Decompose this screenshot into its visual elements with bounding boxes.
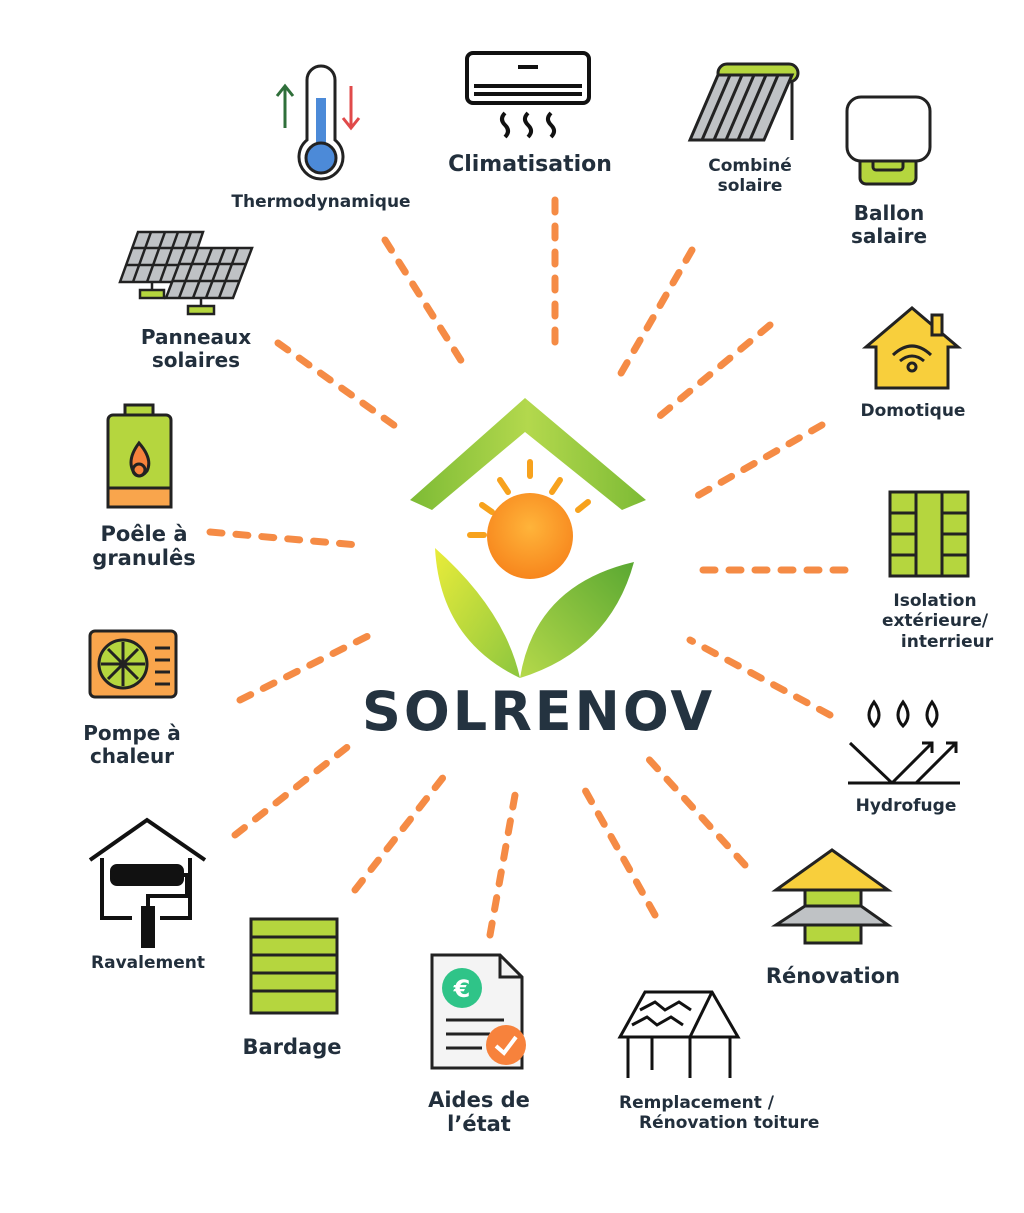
label-line: Ballon [853, 201, 925, 225]
label-line: granulês [92, 546, 196, 571]
solar-panels-icon [118, 230, 254, 316]
logo-leaf-left [435, 548, 520, 678]
label-line: l’état [447, 1112, 511, 1137]
label-line: Panneaux [140, 325, 252, 349]
paint-roller-house-icon [88, 817, 207, 948]
label-ravalement: Ravalement [78, 953, 218, 974]
ray-pompe [236, 631, 374, 704]
label-panneaux: Panneaux solaires [132, 326, 260, 372]
grant-document-icon: € [430, 953, 526, 1070]
ray-aides [486, 791, 519, 939]
solrenov-logo [410, 398, 646, 678]
label-line: Rénovation toiture [639, 1112, 820, 1133]
ray-bardage [351, 771, 449, 894]
ray-poele [206, 528, 362, 549]
solar-water-heater-icon [687, 62, 800, 142]
label-line: Combiné [708, 156, 792, 176]
ray-toiture [581, 786, 659, 919]
label-domotique: Domotique [851, 401, 975, 422]
ray-renovation [641, 751, 749, 869]
label-bardage: Bardage [232, 1035, 352, 1059]
svg-text:€: € [453, 975, 471, 1003]
air-conditioner-icon [465, 51, 591, 139]
label-line: Climatisation [448, 152, 612, 177]
label-line: Ravalement [91, 953, 205, 973]
logo-sun-rays [467, 459, 591, 538]
insulation-panel-icon [888, 490, 970, 578]
label-isolation: Isolation extérieure/ interrieur [870, 591, 1000, 652]
label-line: interrieur [900, 631, 994, 652]
label-renovation: Rénovation [760, 964, 906, 988]
label-combine-solaire: Combiné solaire [695, 156, 805, 196]
pellet-stove-icon [106, 403, 173, 509]
ray-ravalement [231, 741, 354, 839]
water-tank-icon [845, 95, 932, 186]
label-line: Aides de [428, 1088, 530, 1112]
roof-structure-icon [617, 990, 741, 1078]
brand-name: SOLRENOV [362, 680, 716, 743]
label-line: solaire [717, 175, 783, 196]
ray-panneaux [274, 339, 402, 432]
label-thermodynamique: Thermodynamique [210, 192, 432, 213]
label-pompe: Pompe à chaleur [74, 722, 190, 768]
connector-rays [206, 196, 849, 939]
cladding-icon [249, 917, 339, 1015]
smart-home-icon [861, 306, 963, 390]
ray-hydrofuge [686, 636, 834, 719]
label-line: Hydrofuge [855, 796, 957, 816]
logo-sun [487, 493, 573, 579]
label-line: Domotique [860, 401, 966, 421]
label-line: salaire [850, 224, 928, 248]
ray-domotique [686, 421, 826, 504]
ray-combine [616, 246, 696, 379]
label-line: Rénovation [765, 964, 901, 988]
label-poele: Poêle à granulês [84, 522, 204, 570]
heat-pump-icon [88, 629, 178, 699]
logo-leaf-right [520, 562, 634, 678]
label-line: chaleur [89, 744, 175, 768]
label-line: Bardage [242, 1035, 342, 1059]
label-climatisation: Climatisation [440, 152, 620, 177]
ray-ballon [651, 321, 774, 424]
label-line: Pompe à [83, 721, 181, 745]
ray-thermo [381, 236, 466, 366]
label-toiture: Remplacement / Rénovation toiture [615, 1093, 860, 1133]
label-line: extérieure/ [881, 611, 989, 632]
thermometer-icon [275, 64, 361, 181]
roof-layers-icon [770, 848, 893, 945]
logo-roof [410, 398, 646, 510]
label-line: Isolation [893, 591, 977, 611]
label-aides: Aides de l’état [420, 1088, 538, 1136]
label-ballon-solaire: Ballon salaire [838, 202, 940, 248]
label-hydrofuge: Hydrofuge [844, 796, 968, 817]
label-line: Poêle à [100, 522, 188, 546]
label-line: Remplacement / [619, 1093, 775, 1113]
water-repellent-icon [848, 699, 960, 785]
label-line: solaires [151, 348, 241, 372]
label-line: Thermodynamique [231, 192, 411, 212]
